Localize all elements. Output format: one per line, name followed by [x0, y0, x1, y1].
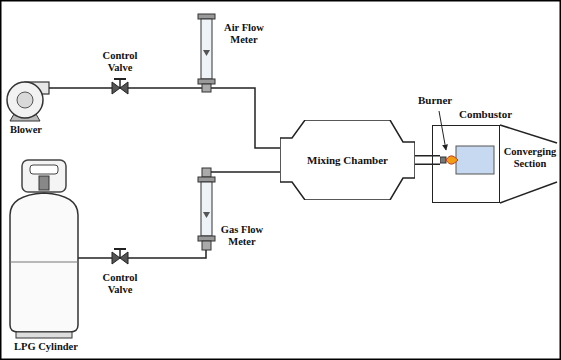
air-flow-meter-tube [201, 19, 212, 79]
blower-housing [7, 82, 43, 118]
cylinder-collar [22, 160, 66, 192]
pipe-bore [415, 157, 440, 164]
burner: Burner [440, 152, 458, 168]
pipe-connector [415, 155, 440, 165]
combustor-box: BurnerCombustor [432, 125, 500, 203]
cylinder-seam [10, 262, 78, 263]
gas-flow-meter-tube [201, 182, 212, 236]
meter-float [203, 212, 210, 218]
meter-fitting [202, 168, 211, 177]
cylinder-valve [39, 176, 49, 190]
mixing-chamber: Mixing Chamber [280, 120, 415, 200]
part-label: Converging Section [502, 146, 558, 170]
part-label: Air Flow Meter [218, 22, 270, 46]
node-heading: Combustor [459, 108, 512, 120]
burner-icon [440, 152, 458, 168]
node-title: Mixing Chamber [307, 154, 388, 166]
meter-flange [198, 177, 215, 182]
meter-fitting [202, 241, 211, 250]
air-pipe [127, 87, 202, 89]
converging-wall [500, 182, 557, 203]
mixing-chamber-shape [280, 120, 415, 200]
gas-pipe [211, 171, 280, 173]
node-heading: Burner [418, 94, 452, 106]
blower-impeller [17, 92, 33, 108]
flame-zone [456, 146, 494, 174]
meter-fitting [202, 84, 211, 92]
pipe-connector-group [415, 160, 440, 161]
meter-flange [198, 14, 215, 19]
leader-line [439, 111, 446, 150]
gas-pipe [127, 250, 206, 258]
burner-nozzle [440, 157, 446, 163]
valve-handle [114, 78, 126, 80]
meter-float [203, 50, 210, 56]
lpg-cylinder-body [10, 193, 78, 332]
part-label: Gas Flow Meter [216, 224, 268, 248]
converging-wall [500, 125, 557, 143]
meter-flange [198, 236, 215, 241]
part-label: Control Valve [98, 272, 142, 296]
gas-pipe [78, 257, 113, 259]
valve-handle [114, 248, 126, 250]
meter-flange [198, 79, 215, 84]
valve-stem [119, 249, 121, 258]
part-label: LPG Cylinder [6, 341, 86, 353]
part-label: Blower [6, 124, 46, 136]
burner-flame [446, 156, 458, 164]
valve-stem [119, 79, 121, 88]
cylinder-foot-ring [16, 332, 72, 338]
air-pipe [49, 87, 113, 89]
collar-cutout [30, 165, 58, 174]
air-pipe [211, 88, 280, 148]
part-label: Control Valve [98, 50, 142, 74]
